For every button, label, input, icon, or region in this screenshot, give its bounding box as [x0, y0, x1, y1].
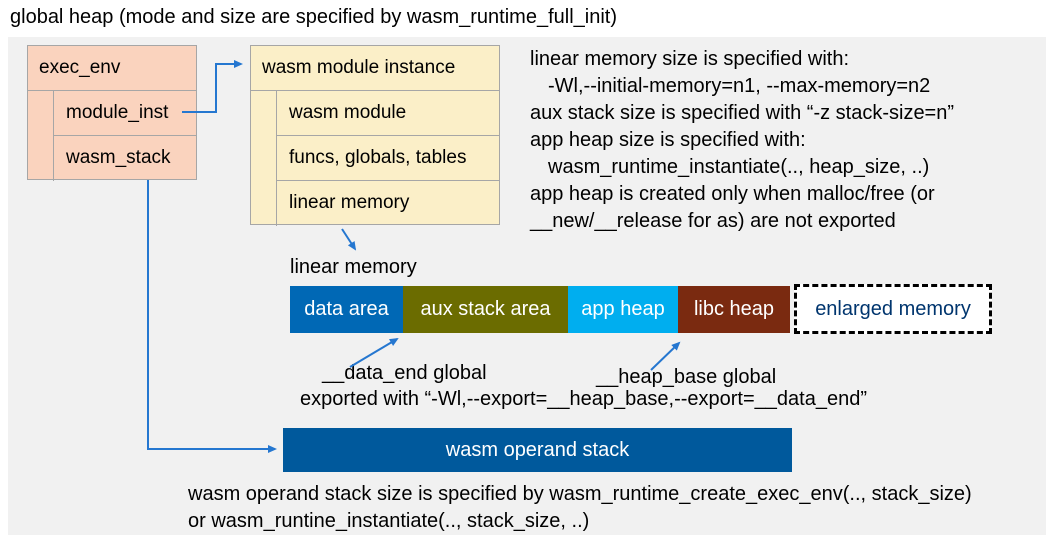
export-flags-label: exported with “-Wl,--export=__heap_base,…	[300, 388, 867, 410]
segment-enlarged-memory: enlarged memory	[794, 284, 992, 334]
segment-data-area: data area	[290, 286, 403, 333]
wasm-operand-stack-bar: wasm operand stack	[283, 428, 792, 472]
note-instantiate-call: wasm_runtime_instantiate(.., heap_size, …	[548, 156, 930, 178]
exec-env-title: exec_env	[28, 46, 196, 91]
exec-env-field-wasm-stack: wasm_stack	[66, 147, 171, 168]
module-instance-box: wasm module instance wasm module funcs, …	[250, 45, 500, 226]
note-or-instantiate: or wasm_runtine_instantiate(.., stack_si…	[188, 510, 590, 532]
module-instance-field-linear-memory: linear memory	[289, 192, 410, 213]
size-notes: linear memory size is specified with: -W…	[530, 46, 1042, 235]
module-instance-gutter	[251, 91, 277, 226]
heap-base-global-label: __heap_base global	[596, 366, 777, 388]
note-app-heap-condition-2: __new/__release for as) are not exported	[530, 210, 896, 232]
note-operand-stack-size: wasm operand stack size is specified by …	[188, 483, 972, 505]
exec-env-field-module-inst: module_inst	[54, 91, 196, 136]
exec-env-box: exec_env module_inst wasm_stack	[27, 45, 197, 181]
exec-env-gutter	[28, 91, 54, 181]
note-linear-memory-size: linear memory size is specified with:	[530, 48, 849, 70]
segment-aux-stack-area: aux stack area	[403, 286, 568, 333]
note-app-heap-size: app heap size is specified with:	[530, 129, 806, 151]
module-instance-field-wasm-module: wasm module	[277, 91, 499, 136]
note-app-heap-condition-1: app heap is created only when malloc/fre…	[530, 183, 935, 205]
diagram-title: global heap (mode and size are specified…	[10, 6, 617, 28]
segment-app-heap: app heap	[568, 286, 678, 333]
note-aux-stack-size: aux stack size is specified with “-z sta…	[530, 102, 955, 124]
module-instance-field-funcs-globals-tables: funcs, globals, tables	[277, 136, 499, 181]
note-linker-flags: -Wl,--initial-memory=n1, --max-memory=n2	[548, 75, 931, 97]
operand-stack-notes: wasm operand stack size is specified by …	[188, 481, 1038, 535]
data-end-global-label: __data_end global	[322, 362, 487, 384]
module-instance-title: wasm module instance	[251, 46, 499, 91]
segment-libc-heap: libc heap	[678, 286, 790, 333]
linear-memory-label: linear memory	[290, 256, 417, 278]
